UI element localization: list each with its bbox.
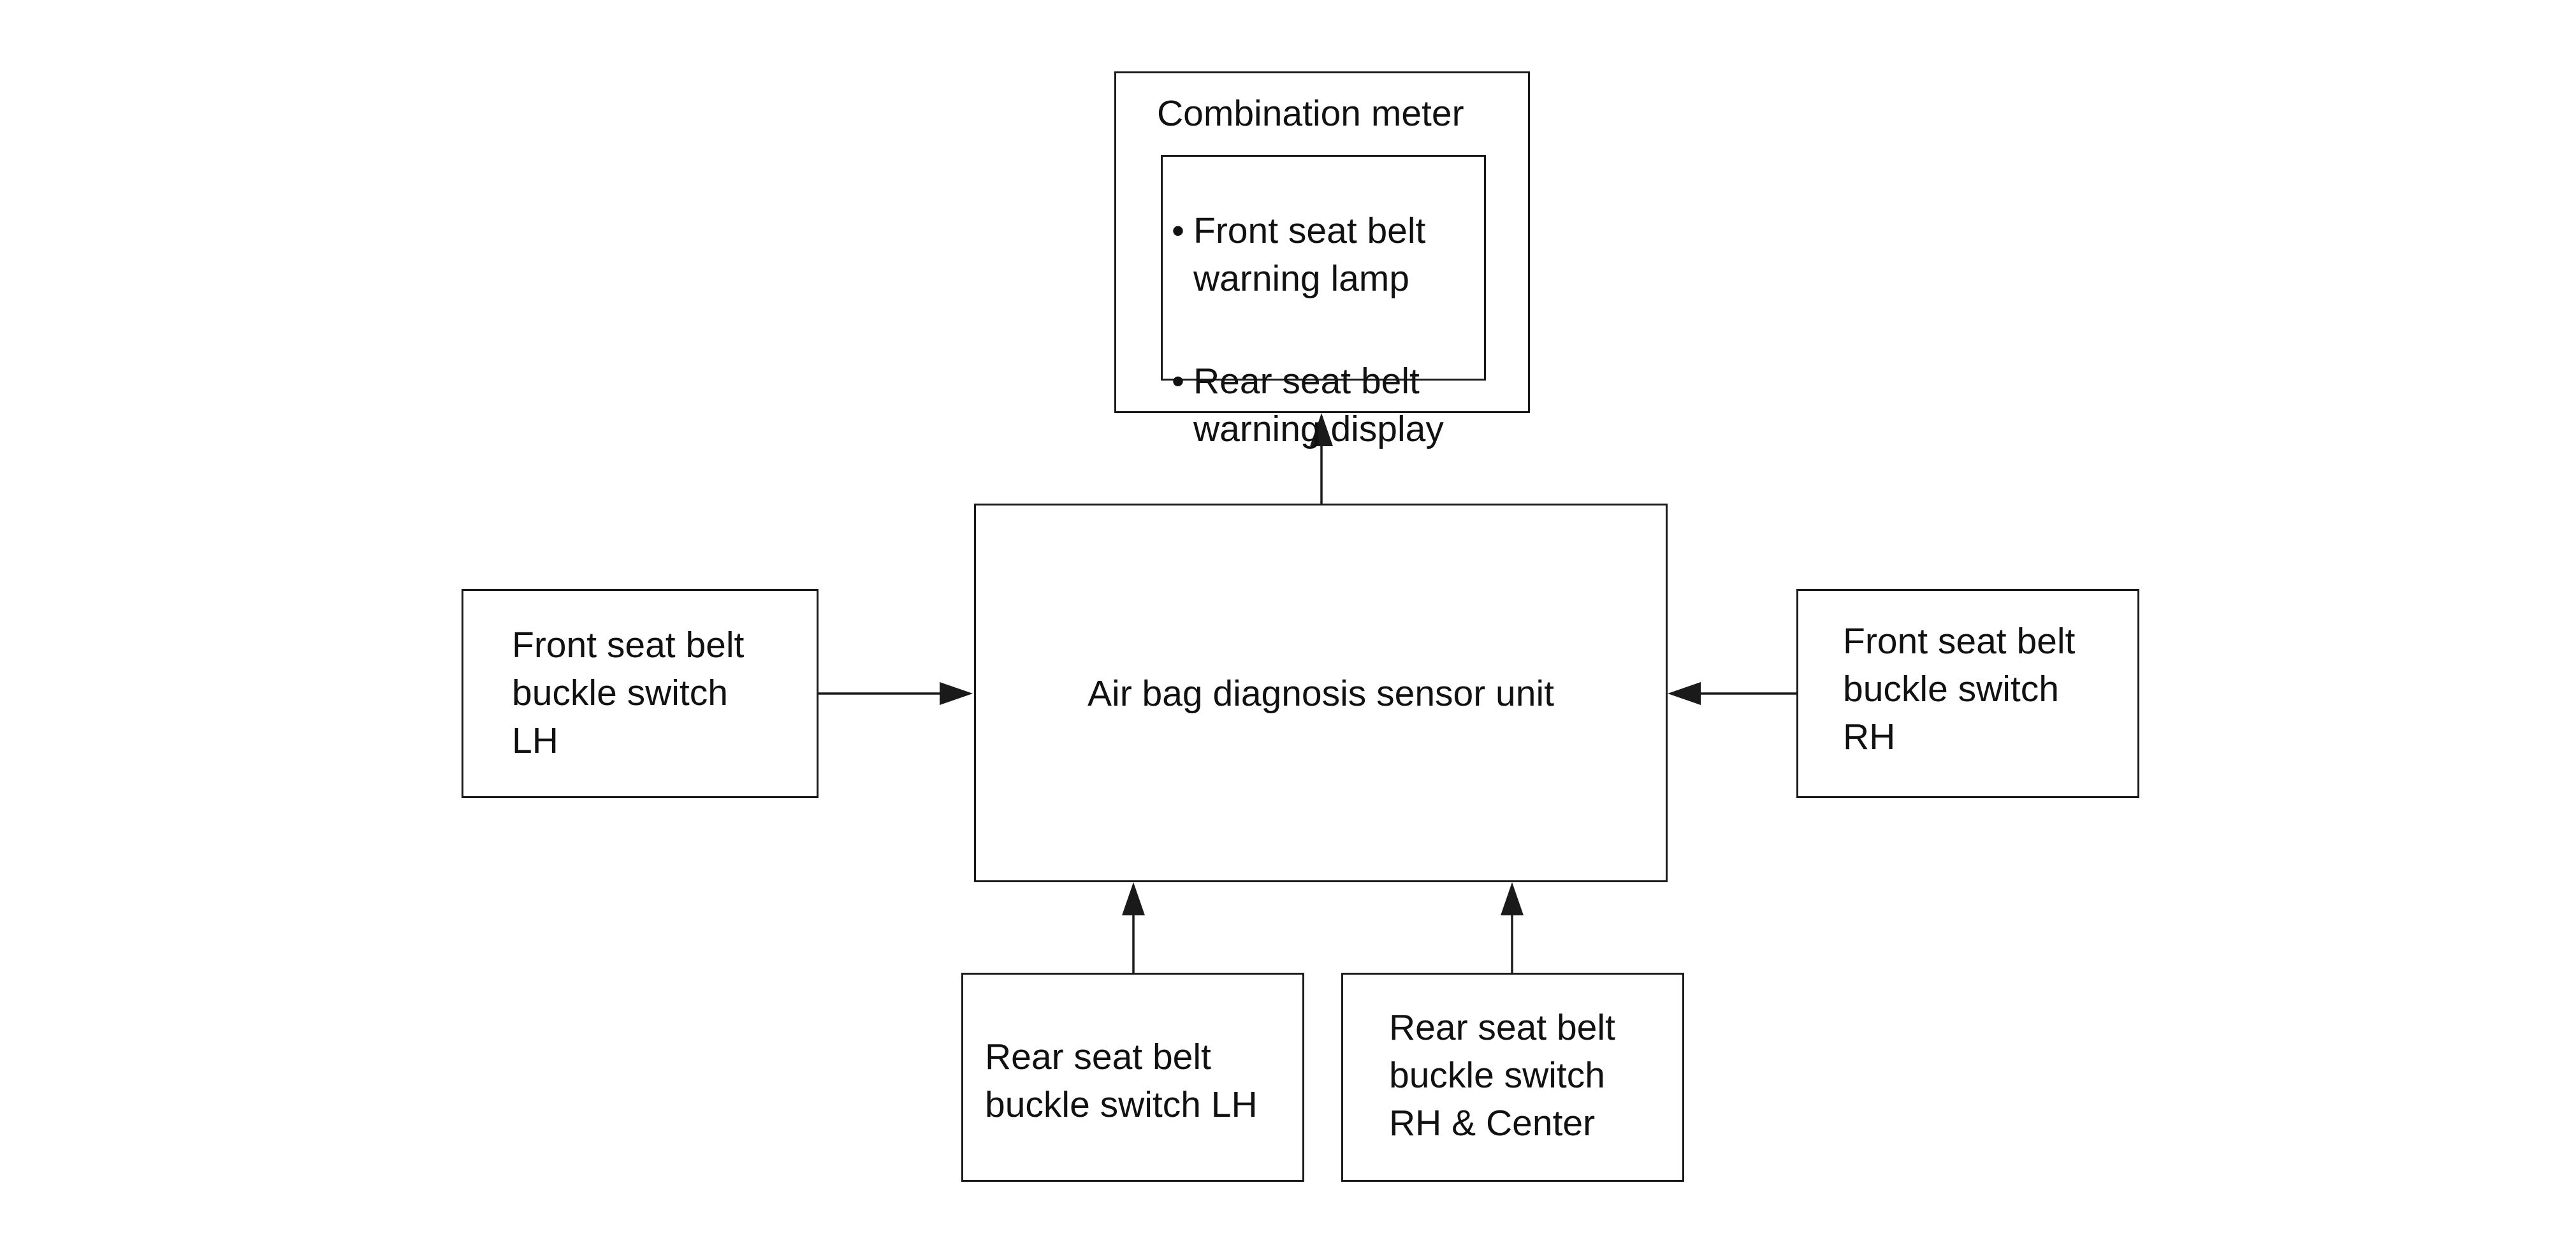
airbag-sensor-unit-box: Air bag diagnosis sensor unit [974,504,1668,882]
arrow-front-lh-to-airbag [819,682,973,705]
rear-rh-center-switch-label: Rear seat belt buckle switch RH & Center [1389,1007,1615,1144]
indicator-rear-display-text: Rear seat belt warning display [1193,360,1444,450]
indicator-list: • Front seat belt warning lamp • Rear se… [1172,159,1444,502]
front-rh-switch-label: Front seat belt buckle switch RH [1843,621,2076,758]
combination-meter-box: Combination meter • Front seat belt warn… [1114,71,1530,449]
indicator-item-rear-display: • Rear seat belt warning display [1172,358,1444,453]
rear-rh-center-switch-box: Rear seat belt buckle switch RH & Center [1341,973,1684,1182]
front-rh-switch-box: Front seat belt buckle switch RH [1796,589,2139,798]
airbag-sensor-unit-label: Air bag diagnosis sensor unit [1088,673,1554,714]
bullet-icon: • [1172,210,1184,252]
arrow-airbag-to-meter [1310,413,1333,504]
front-lh-switch-label: Front seat belt buckle switch LH [512,625,745,762]
arrow-rear-lh-to-airbag [1122,882,1145,973]
combination-meter-title: Combination meter [1157,93,1464,134]
bullet-icon: • [1172,360,1184,402]
rear-lh-switch-label: Rear seat belt buckle switch LH [985,1036,1258,1126]
arrow-front-rh-to-airbag [1668,682,1796,705]
arrow-rear-rh-center-to-airbag [1501,882,1524,973]
front-lh-switch-box: Front seat belt buckle switch LH [462,589,819,798]
indicator-front-lamp-text: Front seat belt warning lamp [1193,210,1426,300]
rear-lh-switch-box: Rear seat belt buckle switch LH [961,973,1304,1182]
combination-meter-indicators-box: • Front seat belt warning lamp • Rear se… [1161,155,1486,449]
indicator-item-front-lamp: • Front seat belt warning lamp [1172,207,1444,303]
